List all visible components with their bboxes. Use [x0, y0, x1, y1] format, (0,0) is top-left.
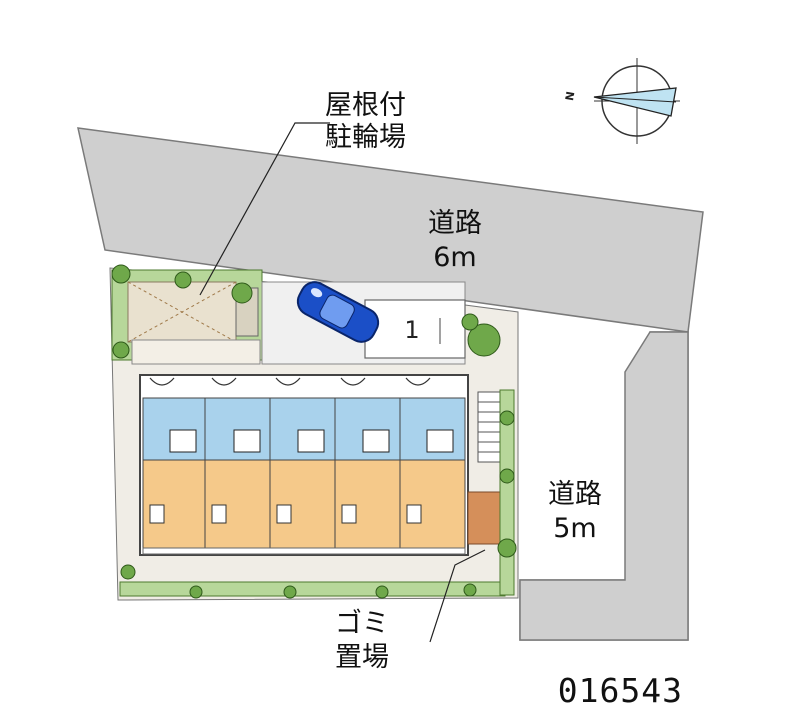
- road-east-width: 5m: [553, 513, 596, 544]
- unit-5: [399, 397, 466, 549]
- parking-space-number: 1: [404, 316, 419, 344]
- leader-bike-parking: [199, 122, 330, 296]
- tree-icon: [111, 264, 517, 599]
- unit-3: [269, 397, 336, 549]
- compass-icon: N: [563, 58, 680, 144]
- road-east-name: 道路: [548, 479, 602, 510]
- bike-parking-label-line1: 屋根付: [325, 90, 406, 121]
- unit-1: [142, 397, 206, 549]
- property-code: 016543: [558, 671, 683, 710]
- bike-parking-label-line2: 駐輪場: [325, 122, 406, 153]
- road-north-name: 道路: [428, 208, 482, 239]
- leader-garbage: [429, 549, 486, 643]
- parking-space: [364, 299, 466, 359]
- unit-4: [334, 397, 401, 549]
- brick-walkway: [467, 491, 503, 545]
- car-icon: [296, 281, 380, 343]
- apartment-building: [139, 374, 469, 556]
- compass-north-label: N: [563, 90, 577, 101]
- garbage-label-line1: ゴミ: [335, 608, 389, 639]
- garbage-label-line2: 置場: [335, 642, 389, 673]
- unit-2: [204, 397, 271, 549]
- road-north-width: 6m: [433, 242, 476, 273]
